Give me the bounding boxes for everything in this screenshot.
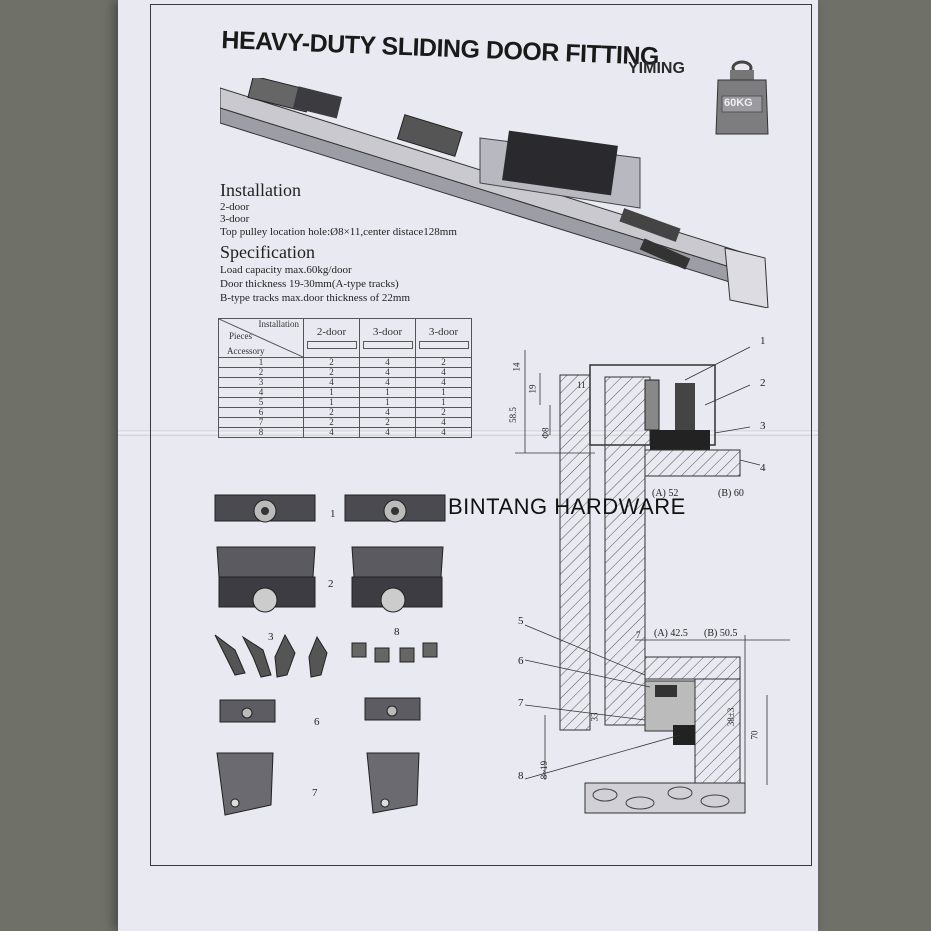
dimension-label: 19	[527, 384, 538, 394]
specification-heading: Specification	[220, 242, 315, 262]
dimension-label: (B) 60	[718, 488, 744, 499]
installation-line: 3-door	[220, 213, 250, 225]
dimension-label: 70	[749, 730, 760, 740]
installation-heading: Installation	[220, 180, 301, 200]
weight-icon	[715, 60, 769, 135]
dimension-label: Φ8	[540, 427, 551, 439]
dimension-label: 14	[511, 362, 522, 372]
part-label: 6	[314, 716, 320, 728]
floor-guide-part-icon	[219, 697, 421, 723]
weight-badge-text: 60KG	[724, 97, 753, 109]
stopper-clip-part-icon	[214, 633, 328, 678]
part-label: 7	[312, 787, 318, 799]
corner-bottom: Accessory	[227, 346, 265, 356]
cross-section-diagram	[515, 346, 790, 814]
dimension-label: (B) 50.5	[704, 628, 738, 639]
top-roller-part-icon	[214, 494, 446, 523]
part-label: 1	[330, 508, 336, 520]
dimension-label: 8~19	[539, 760, 550, 780]
callout-label: 7	[518, 697, 524, 709]
installation-line: 2-door	[220, 201, 250, 213]
dimension-label: (A) 52	[652, 488, 679, 499]
table-corner-cell: Installation Pieces Accessory	[218, 318, 304, 358]
callout-label: 8	[518, 770, 524, 782]
bracket-roller-part-icon	[216, 546, 444, 613]
column-header: 3-door	[415, 318, 472, 358]
mounting-plate-part-icon	[216, 752, 420, 816]
callout-label: 3	[760, 420, 766, 432]
callout-label: 6	[518, 655, 524, 667]
part-label: 3	[268, 631, 274, 643]
dimension-label: 7	[636, 630, 641, 640]
dimension-label: 38±3	[726, 707, 737, 727]
column-header: 2-door	[303, 318, 360, 358]
specification-line: B-type tracks max.door thickness of 22mm	[220, 292, 411, 304]
dimension-label: 58.5	[507, 407, 518, 423]
callout-label: 4	[760, 462, 766, 474]
dimension-label: 11	[577, 380, 586, 390]
corner-top: Installation	[258, 319, 300, 329]
column-header: 3-door	[359, 318, 416, 358]
specification-line: Door thickness 19-30mm(A-type tracks)	[220, 278, 399, 290]
dimension-label: 33	[589, 712, 600, 722]
callout-label: 1	[760, 335, 766, 347]
guide-block-part-icon	[351, 642, 438, 663]
track-illustration	[220, 78, 769, 308]
accessory-table: Installation Pieces Accessory 2-door 3-d…	[218, 318, 472, 438]
store-watermark: BINTANG HARDWARE	[448, 494, 686, 519]
installation-line: Top pulley location hole:Ø8×11,center di…	[220, 226, 457, 238]
brand-name: YIMING	[628, 60, 685, 77]
callout-label: 2	[760, 377, 766, 389]
specification-line: Load capacity max.60kg/door	[220, 264, 352, 276]
part-label: 8	[394, 626, 400, 638]
callout-label: 5	[518, 615, 524, 627]
sheet-border	[150, 4, 812, 866]
corner-mid: Pieces	[229, 331, 252, 341]
part-label: 2	[328, 578, 334, 590]
dimension-label: (A) 42.5	[654, 628, 688, 639]
parts-illustration	[214, 494, 446, 816]
